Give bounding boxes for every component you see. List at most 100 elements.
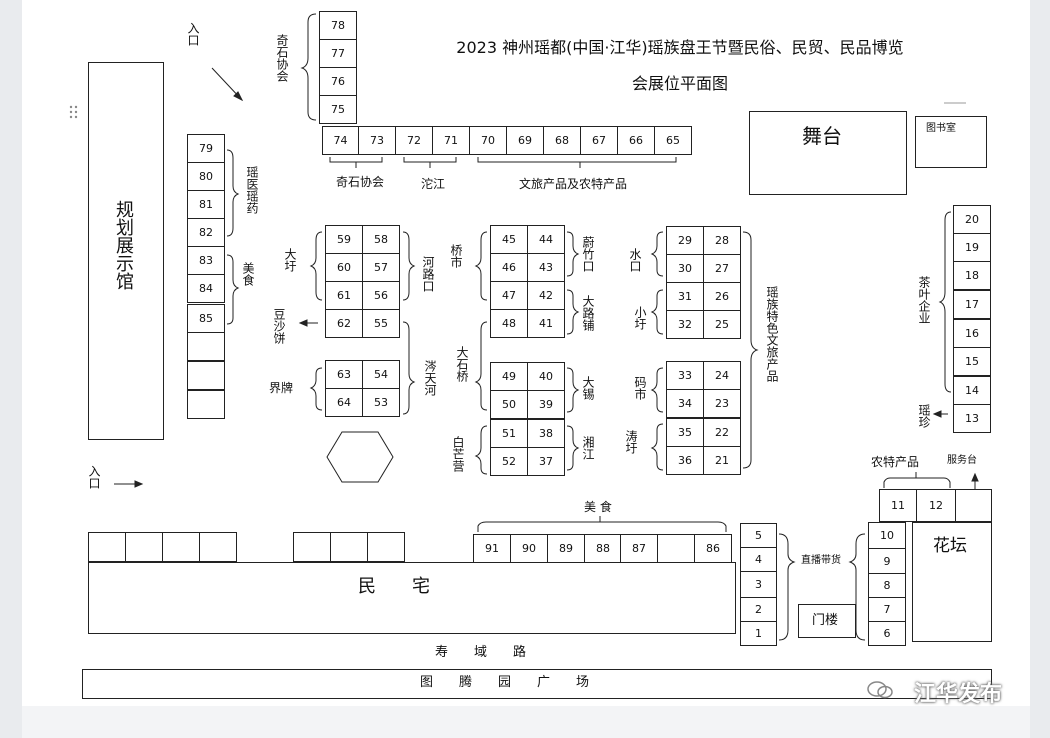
booth-36[interactable]: 36 — [666, 446, 704, 475]
booth-39[interactable]: 39 — [527, 390, 565, 419]
booth-86[interactable]: 86 — [694, 534, 732, 563]
booth-21[interactable]: 21 — [703, 446, 741, 475]
booth-65[interactable]: 65 — [654, 126, 692, 155]
booth-79[interactable]: 79 — [187, 134, 225, 163]
booth-85[interactable]: 85 — [187, 304, 225, 333]
booth-27[interactable]: 27 — [703, 254, 741, 283]
booth-51[interactable]: 51 — [490, 419, 528, 448]
booth-43[interactable]: 43 — [527, 253, 565, 282]
booth-10[interactable]: 10 — [868, 522, 906, 549]
booth-41[interactable]: 41 — [527, 309, 565, 338]
group-daluopu: 大路铺 — [581, 295, 595, 331]
booth-66[interactable]: 66 — [617, 126, 655, 155]
booth-82[interactable]: 82 — [187, 218, 225, 247]
booth-55[interactable]: 55 — [362, 309, 400, 338]
booth-83[interactable]: 83 — [187, 246, 225, 275]
booth-52[interactable]: 52 — [490, 447, 528, 476]
booth-7[interactable]: 7 — [868, 597, 906, 622]
booth-91[interactable]: 91 — [473, 534, 511, 563]
booth-63[interactable]: 63 — [325, 360, 363, 389]
booth-blank — [187, 390, 225, 419]
booth-48[interactable]: 48 — [490, 309, 528, 338]
booth-3[interactable]: 3 — [740, 571, 777, 598]
booth-53[interactable]: 53 — [362, 388, 400, 417]
booth-69[interactable]: 69 — [506, 126, 544, 155]
booth-80[interactable]: 80 — [187, 162, 225, 191]
booth-78[interactable]: 78 — [319, 11, 357, 40]
booth-45[interactable]: 45 — [490, 225, 528, 254]
booth-76[interactable]: 76 — [319, 67, 357, 96]
booth-30[interactable]: 30 — [666, 254, 704, 283]
booth-67[interactable]: 67 — [580, 126, 618, 155]
group-yao-medicine: 瑶医瑶药 — [245, 166, 259, 214]
booth-56[interactable]: 56 — [362, 281, 400, 310]
booth-18[interactable]: 18 — [953, 261, 991, 290]
booth-84[interactable]: 84 — [187, 274, 225, 303]
booth-33[interactable]: 33 — [666, 361, 704, 390]
booth-68[interactable]: 68 — [543, 126, 581, 155]
booth-37[interactable]: 37 — [527, 447, 565, 476]
booth-34[interactable]: 34 — [666, 389, 704, 418]
booth-31[interactable]: 31 — [666, 282, 704, 311]
booth-11[interactable]: 11 — [879, 489, 917, 522]
booth-57[interactable]: 57 — [362, 253, 400, 282]
group-qishi-bottom: 奇石协会 — [336, 175, 385, 189]
booth-64[interactable]: 64 — [325, 388, 363, 417]
booth-88[interactable]: 88 — [584, 534, 622, 563]
booth-13[interactable]: 13 — [953, 404, 991, 433]
booth-77[interactable]: 77 — [319, 39, 357, 68]
booth-5[interactable]: 5 — [740, 523, 777, 548]
booth-70[interactable]: 70 — [469, 126, 507, 155]
stage — [749, 111, 907, 195]
booth-50[interactable]: 50 — [490, 390, 528, 419]
booth-58[interactable]: 58 — [362, 225, 400, 254]
booth-9[interactable]: 9 — [868, 548, 906, 574]
booth-71[interactable]: 71 — [432, 126, 470, 155]
booth-44[interactable]: 44 — [527, 225, 565, 254]
booth-26[interactable]: 26 — [703, 282, 741, 311]
booth-81[interactable]: 81 — [187, 190, 225, 219]
booth-32[interactable]: 32 — [666, 310, 704, 339]
booth-47[interactable]: 47 — [490, 281, 528, 310]
booth-14[interactable]: 14 — [953, 376, 991, 405]
booth-25[interactable]: 25 — [703, 310, 741, 339]
booth-40[interactable]: 40 — [527, 362, 565, 391]
group-tuojiang-he: 涔天河 — [423, 360, 437, 396]
booth-20[interactable]: 20 — [953, 205, 991, 234]
booth-22[interactable]: 22 — [703, 418, 741, 447]
booth-46[interactable]: 46 — [490, 253, 528, 282]
booth-15[interactable]: 15 — [953, 347, 991, 376]
booth-72[interactable]: 72 — [395, 126, 433, 155]
booth-17[interactable]: 17 — [953, 290, 991, 319]
group-dawei: 大圩 — [283, 248, 297, 272]
booth-38[interactable]: 38 — [527, 419, 565, 448]
booth-49[interactable]: 49 — [490, 362, 528, 391]
booth-73[interactable]: 73 — [358, 126, 396, 155]
booth-19[interactable]: 19 — [953, 233, 991, 262]
booth-87[interactable]: 87 — [620, 534, 658, 563]
booth-35[interactable]: 35 — [666, 418, 704, 447]
service-desk-booth[interactable] — [955, 489, 992, 522]
booth-61[interactable]: 61 — [325, 281, 363, 310]
booth-8[interactable]: 8 — [868, 573, 906, 598]
booth-2[interactable]: 2 — [740, 597, 777, 622]
booth-90[interactable]: 90 — [510, 534, 548, 563]
booth-12[interactable]: 12 — [916, 489, 956, 522]
booth-1[interactable]: 1 — [740, 621, 777, 646]
booth-89[interactable]: 89 — [547, 534, 585, 563]
booth-4[interactable]: 4 — [740, 547, 777, 572]
booth-6[interactable]: 6 — [868, 621, 906, 646]
booth-60[interactable]: 60 — [325, 253, 363, 282]
booth-75[interactable]: 75 — [319, 95, 357, 124]
booth-24[interactable]: 24 — [703, 361, 741, 390]
booth-16[interactable]: 16 — [953, 319, 991, 348]
booth-54[interactable]: 54 — [362, 360, 400, 389]
booth-74[interactable]: 74 — [322, 126, 359, 155]
group-jiepai: 界牌 — [269, 381, 294, 395]
booth-28[interactable]: 28 — [703, 226, 741, 255]
booth-29[interactable]: 29 — [666, 226, 704, 255]
booth-23[interactable]: 23 — [703, 389, 741, 418]
booth-62[interactable]: 62 — [325, 309, 363, 338]
booth-42[interactable]: 42 — [527, 281, 565, 310]
booth-59[interactable]: 59 — [325, 225, 363, 254]
